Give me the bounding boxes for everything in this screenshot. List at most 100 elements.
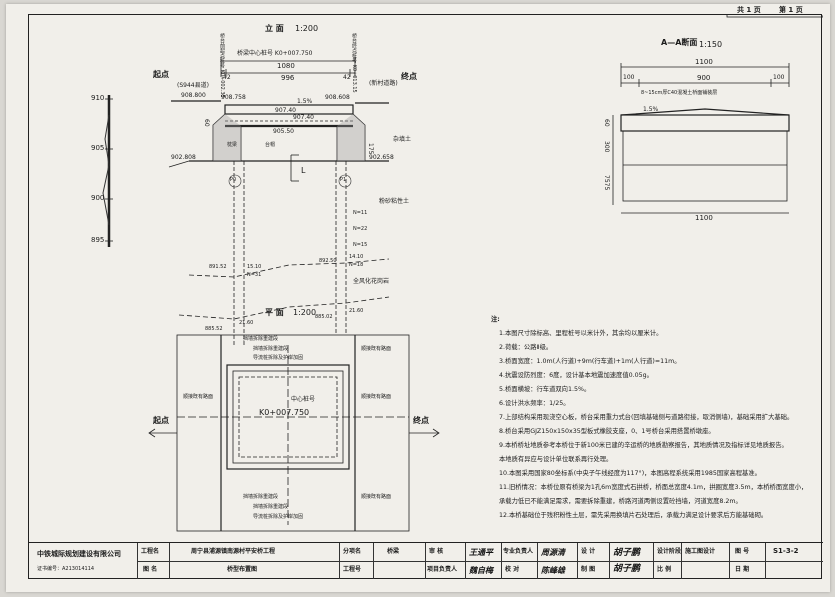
note-11b: 承载力低已不能满足需求，需要拆除重建，桥路河道两侧设置砼挡墙，河道宽度8.2m。 [499,498,742,505]
section-dim-right: 100 [773,74,785,81]
plan-label-rb: 顺接既有路面 [361,494,392,500]
ratio-label: 比 例 [657,566,672,573]
elev-left-ground: 902.808 [171,154,196,161]
section-dim-left: 100 [623,74,635,81]
certificate-number: 证书编号：A213014114 [37,566,95,572]
end-road: (新村道路) [369,80,398,87]
deck-note: 8~15cm厚C40混凝土桥面铺装层 [641,90,718,96]
n-left-1: N=31 [247,272,262,278]
pm-signature: 魏自梅 [469,565,493,575]
deck-slope: 1.5% [297,98,313,105]
line-drawing [102,15,823,532]
elev-c: 905.50 [273,128,294,135]
plan-label-lt2: 挡墙拆除重建段 [253,346,289,352]
start-road: (S944县道) [177,82,209,89]
project-name: 周宁县浦源镇南源村平安桥工程 [191,548,276,555]
elev-bottom-right: 885.02 [315,314,333,320]
figure-label: 图 号 [735,548,750,555]
plan-label-lb1: 挡墙拆除重建段 [243,494,279,500]
pile-left: P0 [230,177,237,183]
plan-label-rt: 顺接既有路面 [361,346,392,352]
dim-right: 42 [343,74,351,81]
prof-signature: 周源清 [541,547,565,557]
n-right-1: N=18 [349,262,364,268]
right-abutment-station: 桥台终点桩号 K0+013.15 [351,33,357,93]
dim-175: 175 [367,143,374,155]
prof-label: 专业负责人 [503,548,534,555]
note-10: 10.本图采用国家80坐标系(中央子午线经度为117°)，本图高程系统采用198… [499,470,761,477]
plan-label-lb2: 挡墙拆除重建段 [253,504,289,510]
stage-value: 施工图设计 [685,548,716,555]
note-9: 9.本桥桥址地质参考本桥位于新100米已建的辛运桥的地质勘察报告，其地质情况及指… [499,442,788,449]
rv1: 14.10 [349,254,364,260]
dim-total: 1080 [277,62,295,70]
elev-right-deck: 908.608 [325,94,350,101]
note-7: 7.上部结构采用现浇空心板，桥台采用重力式台(回填基础侧与道路衔接，取消侧墙)，… [499,414,794,421]
left-abutment-station: 桥台前起点桩号 K0+002.35 [219,33,225,98]
note-3: 3.桥面宽度：1.0m(人行道)+9m(行车道)+1m(人行道)=11m。 [499,358,681,365]
soil-layer-2: 粉砂粘性土 [379,198,410,205]
design-label: 设 计 [581,548,596,555]
note-12: 12.本桥基础位于残积粉性土层，需先采用换填片石处理后，承载力满足设计要求后方能… [499,512,768,519]
pile-right: P1 [340,177,347,183]
elev-scale-905: 905 [91,144,105,152]
draw-signature: 胡子鹏 [613,564,641,574]
plan-label-lb3: 导流桩拆除及护岸加固 [253,514,304,520]
item-name: 桥梁 [387,548,400,555]
elev-left-road: 908.800 [181,92,206,99]
label-left-pier: 枕梁 [227,142,238,148]
plan-start-label: 起点 [153,416,169,425]
elevation-scale: 1:200 [295,24,319,33]
drawing-sheet: 共 1 页 第 1 页 [6,4,830,592]
page-current: 第 1 页 [779,6,803,14]
elev-scale-895: 895 [91,236,105,244]
note-2: 2.荷载：公路Ⅱ级。 [499,344,553,351]
soil-layer-1: 杂填土 [393,136,412,143]
note-5: 5.桥面横坡：行车道双向1.5%。 [499,386,591,393]
depth-left: 21.60 [239,320,254,326]
section-dim-mid: 900 [697,74,711,82]
plan-center-station: K0+007.750 [259,408,310,417]
drawing-label: 图 名 [143,566,158,573]
pages-total: 共 1 页 [737,6,761,14]
review-signature: 王通平 [469,547,493,557]
drawing-frame: 共 1 页 第 1 页 [28,7,823,581]
section-dim-total: 1100 [695,58,713,66]
notes-heading: 注: [491,316,500,323]
plan-label-lt1: 挡墙拆除重建段 [243,336,279,342]
item-label: 分项名 [343,548,362,555]
plan-end-label: 终点 [413,416,429,425]
pm-label: 项目负责人 [427,566,458,573]
note-4: 4.抗震设防烈度：6度，设计基本地震加速度值0.05g。 [499,372,653,379]
elevation-title: 立 面 [265,24,284,33]
draw-label: 制 图 [581,566,596,573]
elev-scale-910: 910 [91,94,105,102]
stage-label: 设计阶段 [657,548,682,555]
plan-title: 平 面 [265,308,284,317]
dim-span: 996 [281,74,295,82]
title-block: 中铁城际规划建设有限公司 证书编号：A213014114 工程名 周宁县浦源镇南… [29,542,823,581]
depth-right: 21.60 [349,308,364,314]
plan-center-label: 中心桩号 [291,396,316,403]
plan-scale: 1:200 [293,308,317,317]
elev-right-ground: 902.658 [369,154,394,161]
section-scale: 1:150 [699,40,723,49]
section-dim-7575: 7575 [603,175,610,191]
note-8: 8.桥台采用GJZ150x150x35型板式橡胶支座，0、1号桥台采用搭置桥墩座… [499,428,715,435]
elev-scale-900: 900 [91,194,105,202]
soil-layer-3: 全风化花岗岩 [353,278,390,285]
n-value-1: N=11 [353,210,368,216]
company-name: 中铁城际规划建设有限公司 [37,550,121,558]
elev-bottom-left: 885.52 [205,326,223,332]
project-label: 工程名 [141,548,160,555]
elev-left-deck: 908.758 [221,94,246,101]
figure-value: S1-3-2 [773,547,799,555]
section-dim-bottom: 1100 [695,214,713,222]
section-dim-300: 300 [603,141,610,153]
n-value-3: N=15 [353,242,368,248]
section-marker: L [301,166,306,175]
drawing-name: 桥型布置图 [227,566,258,573]
plan-label-lm: 顺接既有路面 [183,394,214,400]
note-1: 1.本图尺寸除标高、里程桩号以米计外，其余均以厘米计。 [499,330,663,337]
end-label: 终点 [401,72,417,81]
